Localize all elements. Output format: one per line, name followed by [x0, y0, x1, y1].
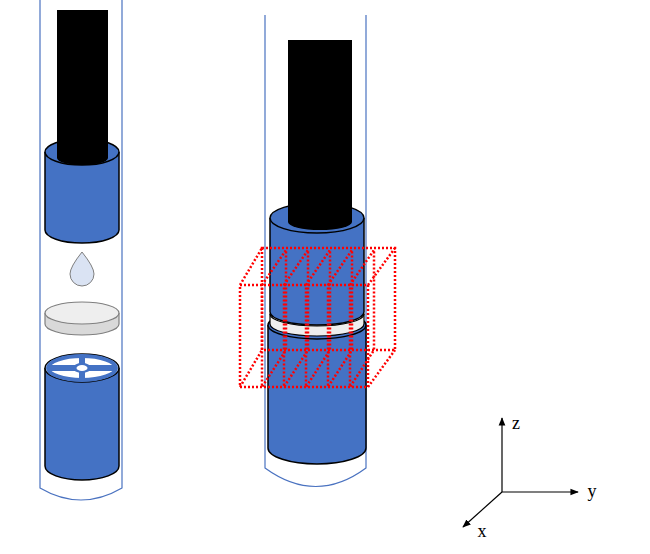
volume-slice	[350, 250, 374, 387]
volume-slice	[306, 250, 330, 387]
axis-label: x	[478, 522, 487, 540]
sample-disc	[45, 302, 119, 335]
volume-slice	[328, 250, 352, 387]
volume-slice	[284, 250, 308, 387]
liquid-drop	[70, 252, 94, 286]
axis-label: z	[512, 414, 520, 432]
glass-tube	[40, 0, 122, 500]
upper-plunger	[270, 40, 364, 325]
measurement-volume	[240, 248, 395, 387]
volume-slice	[262, 250, 286, 387]
axis-label: y	[588, 482, 597, 500]
axis-triad	[463, 418, 578, 527]
glass-tube	[265, 15, 366, 487]
lower-plunger	[40, 350, 124, 480]
upper-plunger	[45, 10, 119, 243]
